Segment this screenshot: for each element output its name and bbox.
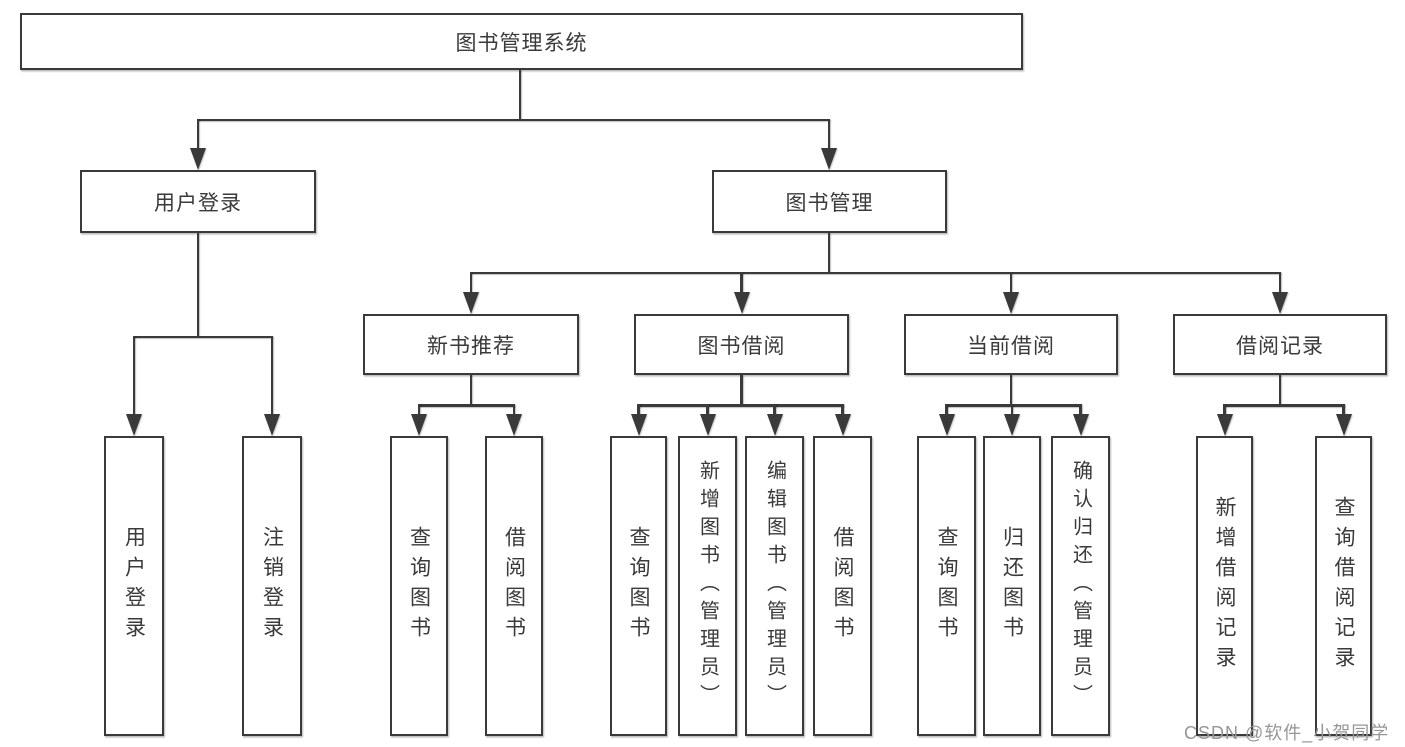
connector-leaf-drop: [512, 404, 516, 416]
leaf-bb-add-books-admin-label: 新增图书（管理员）: [696, 460, 719, 712]
arrowhead-icon: [1004, 414, 1020, 436]
node-book-management-label: 图书管理: [785, 191, 874, 215]
connector-user-login-rail: [132, 335, 273, 338]
connector-book-borrowing-rail: [637, 404, 844, 407]
node-book-borrowing: 图书借阅: [634, 314, 849, 375]
connector-user-login-stem: [196, 233, 200, 337]
node-new-books-label: 新书推荐: [427, 334, 515, 358]
connector-leaf-drop: [706, 404, 709, 416]
connector-current-borrowing-drop: [1009, 271, 1013, 294]
connector-login-leaf-drop: [132, 335, 136, 417]
connector-borrow-records-stem: [1278, 375, 1282, 405]
node-current-borrowing: 当前借阅: [904, 314, 1118, 375]
leaf-nb-query-books: 查询图书: [390, 436, 448, 736]
connector-leaf-drop: [1342, 404, 1345, 416]
connector-new-books-rail: [417, 404, 516, 407]
connector-leaf-drop: [1079, 404, 1082, 416]
arrowhead-icon: [699, 414, 716, 436]
leaf-bb-add-books-admin: 新增图书（管理员）: [678, 436, 737, 736]
watermark-text: CSDN @软件_小贺同学: [1184, 723, 1390, 743]
node-user-login: 用户登录: [80, 170, 316, 233]
connector-leaf-drop: [637, 404, 640, 416]
leaf-nb-borrow-books: 借阅图书: [485, 436, 543, 736]
arrowhead-icon: [834, 414, 851, 436]
connector-current-borrowing-rail: [945, 404, 1082, 407]
arrowhead-icon: [411, 414, 427, 436]
connector-leaf-drop: [773, 404, 776, 416]
node-book-management: 图书管理: [712, 170, 947, 233]
leaf-cb-return-books-label: 归还图书: [1000, 526, 1024, 646]
arrowhead-icon: [264, 414, 280, 436]
arrowhead-icon: [190, 148, 206, 170]
connector-leaf-drop: [1010, 404, 1014, 416]
connector-current-borrowing-stem: [1009, 375, 1013, 405]
connector-book-borrowing-drop: [740, 271, 743, 294]
connector-leaf-drop: [417, 404, 421, 416]
leaf-nb-borrow-books-label: 借阅图书: [502, 526, 526, 646]
arrowhead-icon: [821, 148, 837, 170]
connector-new-books-stem: [469, 375, 473, 405]
connector-leaf-drop: [841, 404, 844, 416]
connector-book-mgmt-rail: [469, 271, 1282, 274]
leaf-bb-borrow-books-label: 借阅图书: [831, 526, 854, 646]
leaf-br-query-record-label: 查询借阅记录: [1332, 496, 1355, 676]
leaf-cb-return-books: 归还图书: [983, 436, 1041, 736]
arrowhead-icon: [126, 414, 142, 436]
leaf-user-login-label: 用户登录: [122, 526, 146, 646]
arrowhead-icon: [1216, 414, 1233, 436]
arrowhead-icon: [733, 292, 750, 314]
connector-user-login-drop: [196, 118, 200, 151]
leaf-logout: 注销登录: [242, 436, 302, 736]
leaf-bb-edit-books-admin-label: 编辑图书（管理员）: [763, 460, 786, 712]
arrowhead-icon: [630, 414, 647, 436]
node-current-borrowing-label: 当前借阅: [967, 334, 1055, 358]
arrowhead-icon: [938, 414, 955, 436]
node-root: 图书管理系统: [20, 13, 1023, 70]
connector-book-mgmt-drop: [827, 118, 831, 151]
leaf-cb-query-books: 查询图书: [917, 436, 976, 736]
node-user-login-label: 用户登录: [154, 191, 242, 215]
node-book-borrowing-label: 图书借阅: [697, 334, 786, 358]
connector-book-borrowing-stem: [740, 375, 743, 405]
leaf-cb-confirm-return-admin: 确认归还（管理员）: [1051, 436, 1110, 736]
arrowhead-icon: [463, 292, 479, 314]
connector-logout-leaf-drop: [270, 335, 274, 417]
node-borrow-records: 借阅记录: [1173, 314, 1387, 375]
leaf-br-query-record: 查询借阅记录: [1315, 436, 1372, 736]
leaf-nb-query-books-label: 查询图书: [407, 526, 431, 646]
leaf-bb-edit-books-admin: 编辑图书（管理员）: [745, 436, 804, 736]
node-borrow-records-label: 借阅记录: [1236, 334, 1324, 358]
connector-root-rail: [196, 118, 831, 121]
arrowhead-icon: [766, 414, 783, 436]
leaf-bb-query-books-label: 查询图书: [627, 526, 650, 646]
connector-root-stem: [518, 70, 522, 119]
connector-book-mgmt-stem: [827, 233, 831, 273]
leaf-cb-confirm-return-admin-label: 确认归还（管理员）: [1069, 460, 1092, 712]
arrowhead-icon: [1003, 292, 1019, 314]
connector-borrow-records-rail: [1223, 404, 1345, 407]
leaf-cb-query-books-label: 查询图书: [935, 526, 958, 646]
arrowhead-icon: [1272, 292, 1288, 314]
arrowhead-icon: [506, 414, 522, 436]
leaf-br-add-record: 新增借阅记录: [1196, 436, 1253, 736]
node-root-label: 图书管理系统: [455, 31, 588, 55]
arrowhead-icon: [1072, 414, 1089, 436]
connector-leaf-drop: [1223, 404, 1226, 416]
connector-leaf-drop: [945, 404, 948, 416]
leaf-bb-borrow-books: 借阅图书: [813, 436, 872, 736]
connector-new-books-drop: [469, 271, 473, 294]
arrowhead-icon: [1335, 414, 1352, 436]
connector-borrow-records-drop: [1278, 271, 1282, 294]
leaf-user-login: 用户登录: [104, 436, 164, 736]
node-new-books: 新书推荐: [363, 314, 579, 375]
leaf-br-add-record-label: 新增借阅记录: [1213, 496, 1236, 676]
leaf-logout-label: 注销登录: [260, 526, 284, 646]
leaf-bb-query-books: 查询图书: [610, 436, 667, 736]
